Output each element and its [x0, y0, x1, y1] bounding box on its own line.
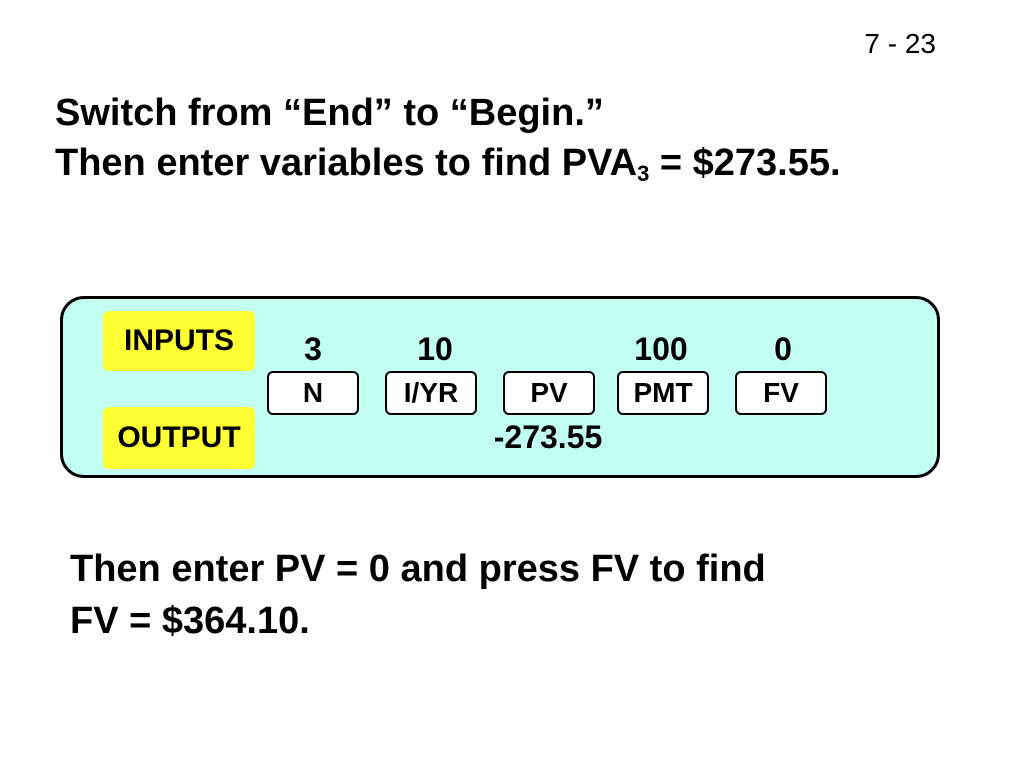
- title-line-1: Switch from “End” to “Begin.”: [55, 92, 604, 134]
- title-line-2-subscript: 3: [637, 161, 650, 186]
- footer-line-2: FV = $364.10.: [70, 600, 310, 642]
- output-pv-value: -273.55: [493, 419, 603, 455]
- slide-number: 7 - 23: [864, 28, 936, 59]
- key-n[interactable]: N: [267, 371, 359, 415]
- output-label: OUTPUT: [103, 407, 255, 469]
- footer-line-1: Then enter PV = 0 and press FV to find: [70, 548, 766, 590]
- input-n-value: 3: [304, 331, 322, 367]
- key-iyr[interactable]: I/YR: [385, 371, 477, 415]
- title-line-2: Then enter variables to find PVA3 = $273…: [55, 138, 841, 188]
- footer-instruction: Then enter PV = 0 and press FV to find F…: [70, 543, 766, 647]
- input-fv-value: 0: [774, 331, 792, 367]
- key-fv[interactable]: FV: [735, 371, 827, 415]
- input-iyr-value: 10: [417, 331, 453, 367]
- calculator-panel: INPUTS OUTPUT 3 10 100 0 N I/YR PV PMT F…: [60, 296, 940, 478]
- inputs-label: INPUTS: [103, 311, 255, 371]
- title-line-2-prefix: Then enter variables to find PVA: [55, 142, 638, 184]
- key-pmt[interactable]: PMT: [617, 371, 709, 415]
- slide-title: Switch from “End” to “Begin.” Then enter…: [55, 88, 841, 188]
- input-pmt-value: 100: [634, 331, 688, 367]
- title-line-2-suffix: = $273.55.: [649, 142, 841, 184]
- key-pv[interactable]: PV: [503, 371, 595, 415]
